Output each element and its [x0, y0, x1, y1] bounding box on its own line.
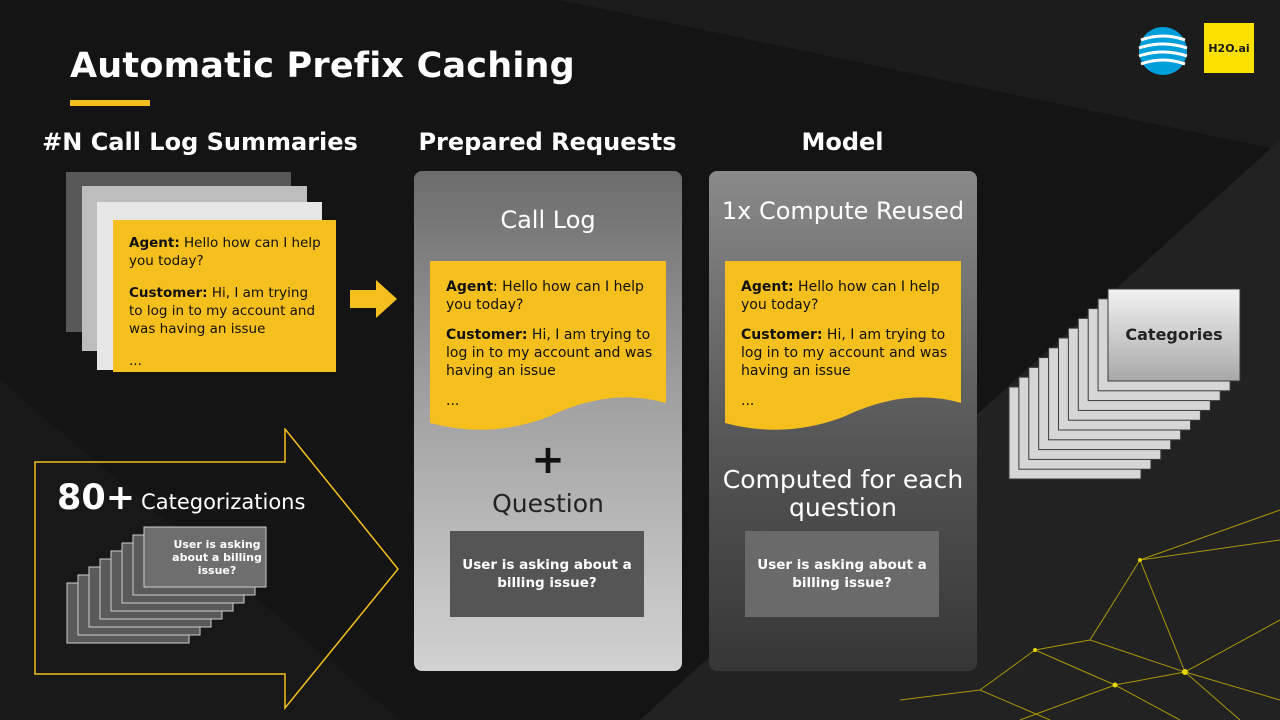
model-panel-title: 1x Compute Reused — [721, 197, 965, 225]
column-header-summaries: #N Call Log Summaries — [42, 128, 358, 156]
model-document-shape — [725, 261, 961, 430]
right-arrow-icon — [350, 280, 397, 318]
prepared-question-box: User is asking about a billing issue? — [450, 531, 644, 617]
categorization-sample-card: User is asking about a billing issue? — [172, 538, 262, 577]
network-lines — [899, 509, 1280, 720]
categories-label: Categories — [1125, 324, 1223, 344]
categories-card-stack — [1008, 288, 1241, 480]
title-underline — [70, 100, 150, 106]
question-label: Question — [492, 489, 604, 518]
categorization-card-stack — [66, 526, 267, 644]
prepared-panel-title: Call Log — [500, 206, 596, 234]
model-document-text: Agent: Hello how can I help you today? C… — [741, 279, 948, 409]
category-card — [1107, 288, 1241, 382]
prepared-document-shape — [430, 261, 666, 430]
model-question-box: User is asking about a billing issue? — [745, 531, 939, 617]
prepared-document-text: Agent: Hello how can I help you today? C… — [446, 279, 653, 409]
att-logo — [1137, 26, 1189, 76]
categorizations-heading: 80+Categorizations — [57, 478, 306, 518]
column-header-prepared: Prepared Requests — [418, 128, 677, 156]
categorization-card — [143, 526, 267, 588]
categorizations-arrow — [34, 428, 399, 710]
column-header-model: Model — [801, 128, 884, 156]
computed-label: Computed for each question — [722, 465, 964, 522]
plus-icon: + — [531, 437, 565, 483]
slide-title: Automatic Prefix Caching — [70, 46, 575, 86]
call-log-document: Agent: Hello how can I help you today? C… — [113, 220, 336, 372]
h2o-logo: H2O.ai — [1204, 23, 1254, 73]
